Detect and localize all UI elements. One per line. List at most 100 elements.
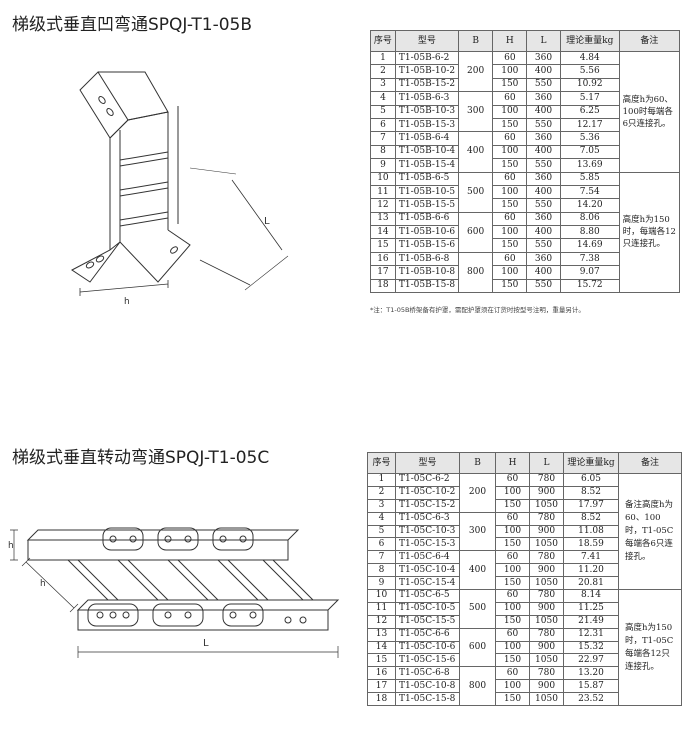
table-cell: 7.54: [559, 184, 620, 200]
table-cell: T1-05B-15-4: [394, 158, 459, 173]
table-cell: 780: [529, 589, 564, 603]
table-cell: 900: [529, 485, 564, 500]
table-cell: 4: [370, 91, 396, 106]
table-cell: 1: [370, 50, 396, 66]
table-cell: 8: [367, 563, 396, 578]
table-cell: T1-05C-6-3: [395, 511, 460, 526]
table-cell: 13: [367, 627, 396, 642]
table-cell: 1050: [529, 537, 564, 552]
table-cell: 150: [492, 77, 528, 93]
table-cell: T1-05C-15-2: [395, 498, 460, 513]
table-cell: 100: [495, 640, 530, 655]
table-cell: 6: [367, 537, 396, 552]
table-cell: 15.32: [563, 640, 619, 655]
table-cell: 550: [526, 278, 561, 294]
table-cell: T1-05C-15-8: [395, 692, 460, 707]
table-cell: 10: [367, 589, 396, 603]
table-cell: 22.97: [563, 653, 619, 668]
table-cell: 5: [367, 524, 396, 539]
table-cell: 8.52: [563, 511, 619, 526]
table-cell: 8.06: [559, 211, 620, 227]
table-cell: 60: [492, 91, 528, 106]
table-cell: 60: [492, 50, 528, 66]
table-cell: T1-05C-6-5: [395, 589, 460, 603]
table-cell: 360: [526, 50, 561, 66]
table-cell: 15: [367, 653, 396, 668]
table-cell: 150: [495, 537, 530, 552]
table-cell: T1-05B-10-3: [394, 104, 459, 119]
table-cell: 3: [370, 77, 396, 93]
table-cell: T1-05B-10-8: [394, 265, 459, 280]
table-cell: 150: [492, 278, 528, 294]
col-header: 理论重量kg: [563, 452, 619, 474]
table-cell: 300: [459, 511, 496, 552]
table-cell: 16: [370, 251, 396, 267]
table-cell: 800: [457, 251, 494, 294]
table-cell: 900: [529, 524, 564, 539]
table-cell: 150: [495, 614, 530, 629]
table-cell: 2: [370, 64, 396, 79]
col-header: B: [457, 30, 494, 52]
table-cell: 360: [526, 91, 561, 106]
table-cell: 400: [526, 265, 561, 280]
table-cell: 13.20: [563, 666, 619, 681]
table-cell: T1-05B-15-2: [394, 77, 459, 93]
table-cell: 8.80: [559, 225, 620, 240]
table-cell: 8.52: [563, 485, 619, 500]
table-cell: 10: [370, 171, 396, 186]
table-cell: T1-05B-10-4: [394, 144, 459, 160]
table-cell: 100: [495, 563, 530, 578]
table-cell: 360: [526, 211, 561, 227]
table-cell: 400: [526, 64, 561, 79]
col-header: 序号: [370, 30, 396, 52]
table-cell: T1-05B-6-3: [394, 91, 459, 106]
table-cell: 780: [529, 473, 564, 487]
table-cell: T1-05B-6-6: [394, 211, 459, 227]
table-cell: 11.25: [563, 601, 619, 616]
table-cell: 11.08: [563, 524, 619, 539]
table-cell: 100: [492, 104, 528, 119]
table-cell: 360: [526, 171, 561, 186]
table-cell: 3: [367, 498, 396, 513]
table-cell: 6: [370, 117, 396, 133]
table-cell: 7: [367, 550, 396, 565]
table-cell: 1: [367, 473, 396, 487]
table-cell: 13.69: [559, 158, 620, 173]
table-cell: 12: [370, 198, 396, 213]
col-header: 备注: [618, 30, 681, 52]
table-cell: 150: [495, 498, 530, 513]
table-cell: 400: [526, 225, 561, 240]
table-cell: 7: [370, 131, 396, 146]
table-cell: 18: [370, 278, 396, 294]
table-cell: 18.59: [563, 537, 619, 552]
table-cell: T1-05B-10-5: [394, 184, 459, 200]
table-cell: 60: [492, 171, 528, 186]
table-cell: 13: [370, 211, 396, 227]
table-cell: 150: [492, 198, 528, 213]
table-cell: 400: [526, 104, 561, 119]
col-header: B: [459, 452, 496, 474]
dimension-l-label: L: [264, 216, 270, 227]
table-cell: 100: [495, 601, 530, 616]
table-cell: 9: [367, 576, 396, 591]
table-cell: T1-05B-15-5: [394, 198, 459, 213]
table-cell: 9: [370, 158, 396, 173]
table-cell: 100: [492, 184, 528, 200]
table-cell: 100: [492, 225, 528, 240]
table-cell: 17: [367, 679, 396, 694]
table-cell: 5.85: [559, 171, 620, 186]
